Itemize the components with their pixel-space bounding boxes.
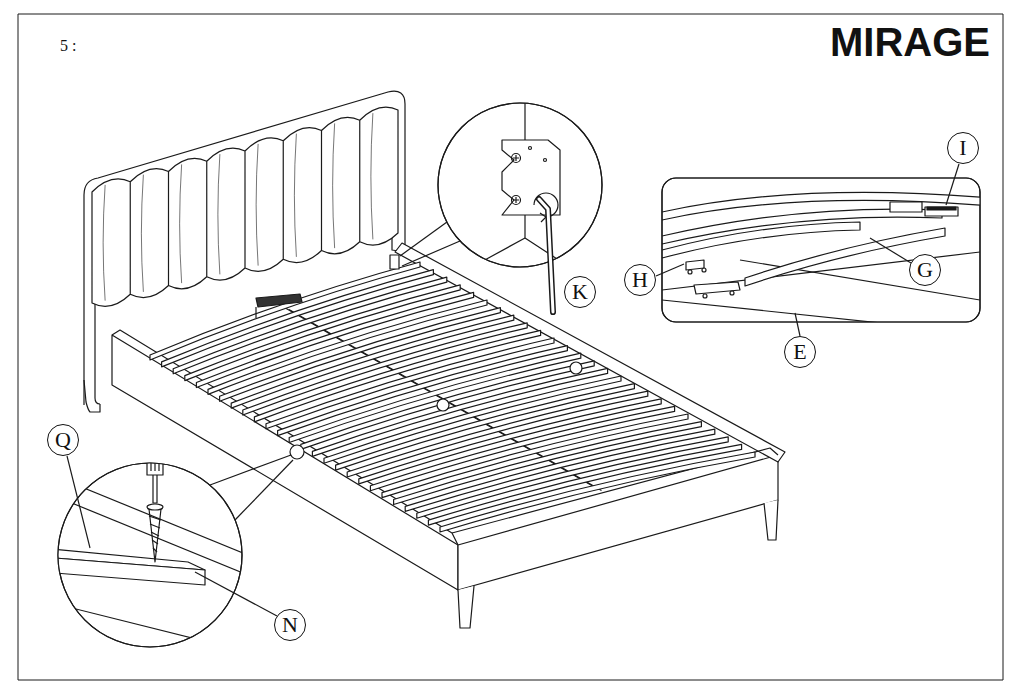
bracket-detail [529, 147, 532, 150]
callout-letter-circle: N [274, 609, 306, 641]
bracket-detail [502, 140, 560, 215]
slat-holder-inset [688, 270, 692, 274]
head-crossbar [255, 307, 256, 318]
step-number: 5 : [60, 38, 76, 54]
bed-frame [458, 455, 778, 590]
callout-letter-circle: K [564, 276, 596, 308]
bracket-detail [430, 100, 620, 312]
screw-detail [147, 432, 163, 475]
callout-letter: Q [55, 429, 71, 451]
head-crossbar [256, 294, 302, 318]
detail-leader-lines [400, 222, 447, 256]
bracket-detail [540, 213, 546, 222]
bed-frame [458, 586, 474, 628]
headboard-pleats [92, 107, 398, 306]
callout-leader-lines [795, 313, 800, 336]
headboard [84, 380, 100, 412]
bracket-detail [539, 199, 553, 312]
headboard-pleats [92, 107, 398, 306]
callout-leader-lines [67, 456, 90, 548]
page-border [18, 14, 1003, 680]
detail-markers [290, 445, 304, 459]
slat-holder-inset [702, 268, 706, 272]
screw-detail [151, 436, 159, 471]
callout-letter: E [793, 341, 806, 363]
callout-letter-circle: I [947, 132, 979, 164]
slat-base [428, 444, 741, 525]
slat-holder-inset [745, 228, 945, 286]
callout-leader-lines [67, 164, 959, 616]
detail-markers [390, 255, 399, 269]
callout-letter: I [959, 137, 966, 159]
callout-letter: K [572, 281, 588, 303]
callout-leader-lines [195, 572, 277, 616]
callout-leader-lines [946, 164, 959, 205]
bed-frame [764, 500, 778, 540]
detail-leader-lines [402, 241, 460, 266]
callout-leader-lines [870, 238, 911, 263]
screw-detail [153, 475, 157, 503]
slat-holder-inset [686, 260, 704, 270]
headboard [95, 300, 100, 404]
bracket-detail [512, 154, 521, 163]
bracket-detail [539, 199, 553, 312]
slat-holder-inset [925, 207, 958, 216]
slat-holder-inset [927, 207, 956, 210]
screw-detail [149, 516, 161, 552]
slat-holder-inset [740, 260, 980, 300]
callout-letter-circle: Q [47, 424, 79, 456]
callout-letter-circle: E [784, 336, 816, 368]
bracket-detail [513, 197, 519, 203]
illustration [18, 14, 1003, 680]
bracket-detail [513, 155, 519, 161]
callout-letter: N [282, 614, 298, 636]
screw-detail [40, 432, 260, 655]
bracket-detail [438, 103, 602, 267]
detail-markers [437, 399, 449, 411]
screw-detail [55, 558, 205, 585]
head-crossbar [256, 294, 302, 307]
slat-holder-inset [662, 178, 980, 322]
bracket-detail [430, 100, 620, 300]
slat-holder-inset [662, 178, 990, 325]
bracket-detail [438, 103, 602, 267]
slat-holder-inset [694, 282, 740, 294]
callout-letter-circle: H [624, 264, 656, 296]
slat-base [417, 437, 728, 518]
screw-detail [58, 463, 242, 647]
bracket-detail [430, 238, 525, 290]
detail-leader-lines [210, 222, 460, 520]
detail-leader-lines [210, 455, 291, 485]
slat-base [440, 452, 755, 532]
detail-leader-lines [235, 460, 293, 520]
detail-markers [290, 255, 582, 459]
slat-holder-inset [703, 294, 707, 298]
slat-holder-inset [730, 291, 734, 295]
callout-leader-lines [656, 264, 684, 276]
slat-holder-inset [890, 202, 922, 212]
slat-holder-inset [662, 300, 900, 322]
slat-holder-inset [662, 192, 980, 322]
callout-letter: H [632, 269, 648, 291]
callout-letter-circle: G [909, 254, 941, 286]
screw-detail [149, 509, 161, 562]
product-title: MIRAGE [830, 22, 990, 62]
headboard-pleats [103, 113, 373, 301]
bracket-detail [512, 196, 521, 205]
screw-detail [40, 432, 260, 655]
bracket-detail [544, 159, 547, 162]
callout-letter: G [917, 259, 933, 281]
detail-markers [570, 362, 582, 374]
